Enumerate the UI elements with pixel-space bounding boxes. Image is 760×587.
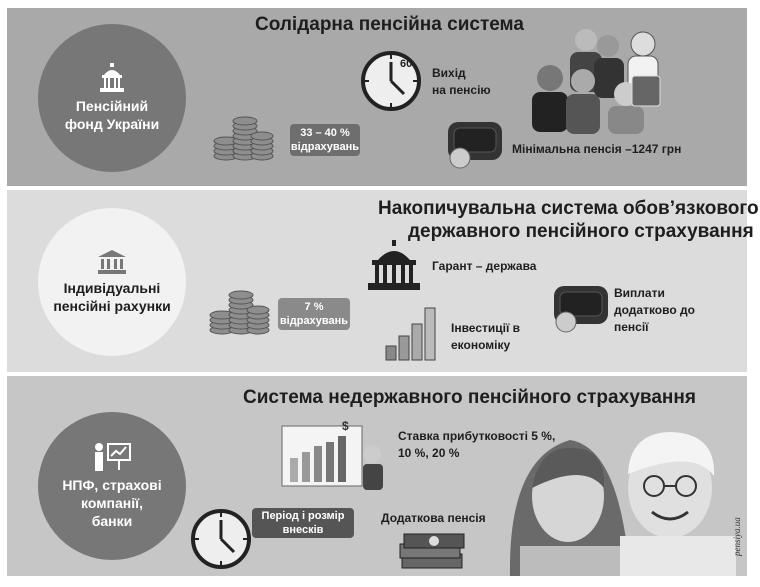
clock-icon	[191, 509, 251, 569]
svg-text:$: $	[342, 419, 349, 433]
npf-label: НПФ, страхові компанії, банки	[62, 477, 162, 529]
parliament-icon	[100, 63, 124, 92]
money-stack-icon	[399, 533, 465, 569]
retirement-label: Вихід на пенсію	[432, 66, 491, 97]
growth-chart-icon	[385, 307, 436, 361]
extra-pension-label: Додаткова пенсія	[381, 511, 486, 525]
deduction-badge-1: 33 – 40 % відрахувань	[290, 124, 360, 156]
guarantee-label: Гарант – держава	[432, 259, 537, 273]
non-state-title: Система недержавного пенсійного страхува…	[243, 387, 696, 408]
pension-fund-circle: Пенсійний фонд України	[38, 24, 186, 172]
individual-accounts-circle: Індивідуальні пенсійні рахунки	[38, 208, 186, 356]
coins-icon	[213, 116, 274, 161]
profit-chart-illustration: $	[281, 419, 383, 490]
clock-sixty: 60	[400, 58, 413, 70]
clock-icon	[361, 51, 421, 111]
payments-label: Виплати додатково до пенсії	[614, 286, 695, 334]
presenter-icon	[95, 443, 131, 471]
government-building-icon	[368, 240, 420, 290]
watermark: pensiya.ua	[732, 517, 742, 556]
period-badge: Період і розмір внесків	[252, 508, 354, 538]
people-group-illustration	[532, 29, 661, 134]
bank-icon	[98, 250, 126, 274]
coins-icon	[209, 290, 270, 335]
profit-rate-label: Ставка прибутковості 5 %, 10 %, 20 %	[398, 429, 556, 460]
wallet-icon	[554, 286, 608, 333]
deduction-badge-2: 7 % відрахувань	[278, 298, 350, 330]
npf-circle: НПФ, страхові компанії, банки	[38, 412, 186, 560]
accumulative-title-line2: державного пенсійного страхування	[408, 221, 754, 242]
couple-illustration	[509, 432, 736, 576]
pension-fund-label: Пенсійний фонд України	[64, 98, 160, 132]
investments-label: Інвестиції в економіку	[451, 321, 521, 352]
min-pension-label: Мінімальна пенсія –1247 грн	[512, 142, 682, 156]
solidarity-title: Солідарна пенсійна система	[255, 14, 524, 35]
wallet-icon	[448, 122, 502, 169]
accumulative-title-line1: Накопичувальна система обов’язкового	[378, 198, 759, 219]
individual-accounts-label: Індивідуальні пенсійні рахунки	[53, 280, 171, 314]
